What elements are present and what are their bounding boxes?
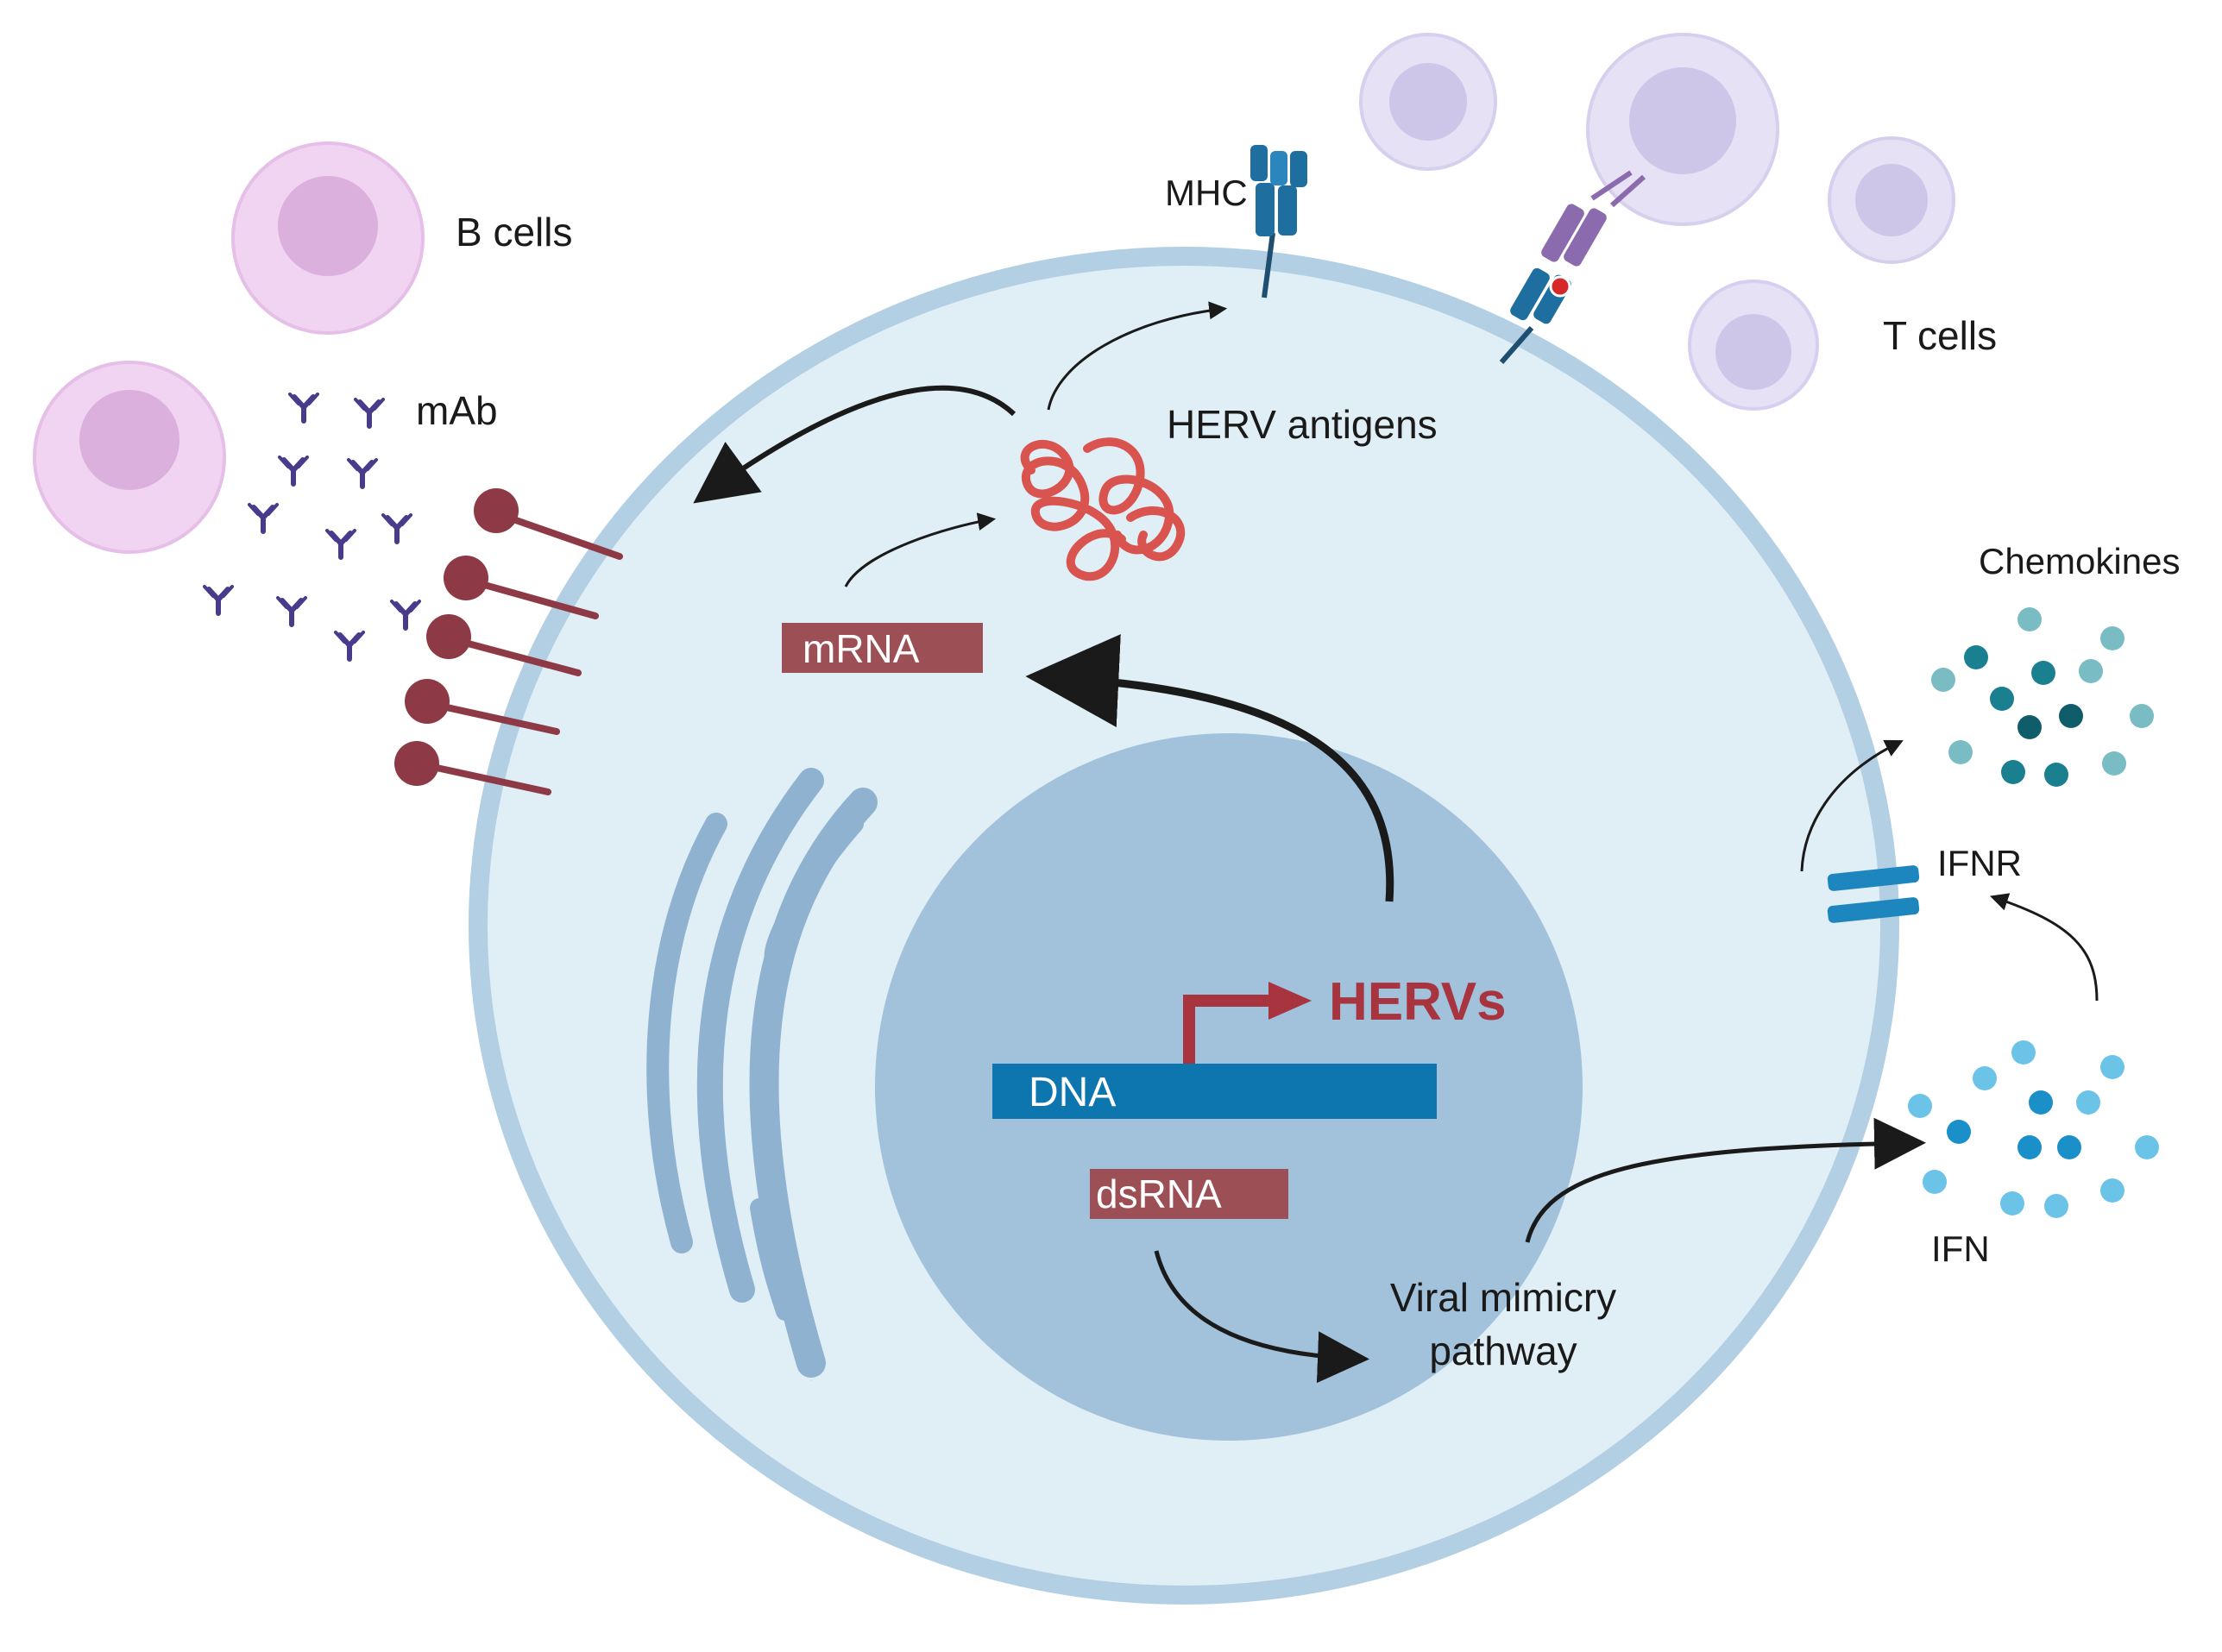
- t-cell-3: [1828, 136, 1955, 264]
- t-cells-label: T cells: [1883, 313, 1997, 358]
- mhc-molecule: [1250, 145, 1307, 298]
- dsrna-box: [1090, 1169, 1288, 1219]
- dsrna-label: dsRNA: [1096, 1171, 1222, 1216]
- arrow-dsrna-to-viral-mimicry: [1154, 1250, 1369, 1384]
- mrna-box: [782, 623, 983, 673]
- b-cell-top: [231, 141, 425, 335]
- b-cells-label: B cells: [456, 210, 572, 254]
- herv-antigen-protein: [1020, 437, 1186, 581]
- ifn-receptor: [1827, 865, 1920, 923]
- t-cell-1: [1359, 33, 1497, 171]
- arrow-dna-to-mrna: [1025, 634, 1394, 902]
- arrows: [693, 301, 2099, 1384]
- arrow-antigen-to-mhc: [1047, 301, 1228, 411]
- herv-transcription-arrow: [1183, 982, 1312, 1064]
- mab-label: mAb: [416, 388, 498, 433]
- t-cell-2: [1586, 33, 1779, 226]
- b-cell-left: [33, 361, 226, 554]
- herv-antigens-label: HERV antigens: [1167, 402, 1438, 447]
- dna-label: DNA: [1029, 1070, 1116, 1115]
- endoplasmic-reticulum: [646, 768, 878, 1381]
- ifn-label: IFN: [1931, 1228, 1990, 1269]
- arrow-ifn-to-ifnr: [1990, 893, 2099, 1002]
- membrane-receptors: [394, 488, 623, 795]
- t-cell-4: [1688, 280, 1819, 411]
- viral-mimicry-label-line2: pathway: [1429, 1329, 1577, 1373]
- hervs-label: HERVs: [1329, 972, 1507, 1032]
- arrow-ifnr-to-chemokines: [1800, 739, 1904, 872]
- ifnr-label: IFNR: [1937, 843, 2022, 883]
- antibody-cluster: [205, 394, 419, 659]
- viral-mimicry-label: Viral mimicry: [1390, 1275, 1616, 1320]
- chemokines-label: Chemokines: [1979, 541, 2180, 581]
- ifn-cluster: [1908, 1040, 2159, 1218]
- tcr-mhc-complex: [1499, 170, 1646, 364]
- arrow-mrna-to-antigen: [844, 512, 997, 587]
- arrow-antigen-to-receptors: [693, 385, 1017, 504]
- mhc-label: MHC: [1165, 173, 1248, 213]
- arrow-viral-mimicry-to-ifn: [1525, 1117, 1926, 1243]
- mrna-label: mRNA: [803, 626, 920, 671]
- chemokine-cluster: [1931, 607, 2154, 787]
- dna-bar: [992, 1064, 1437, 1119]
